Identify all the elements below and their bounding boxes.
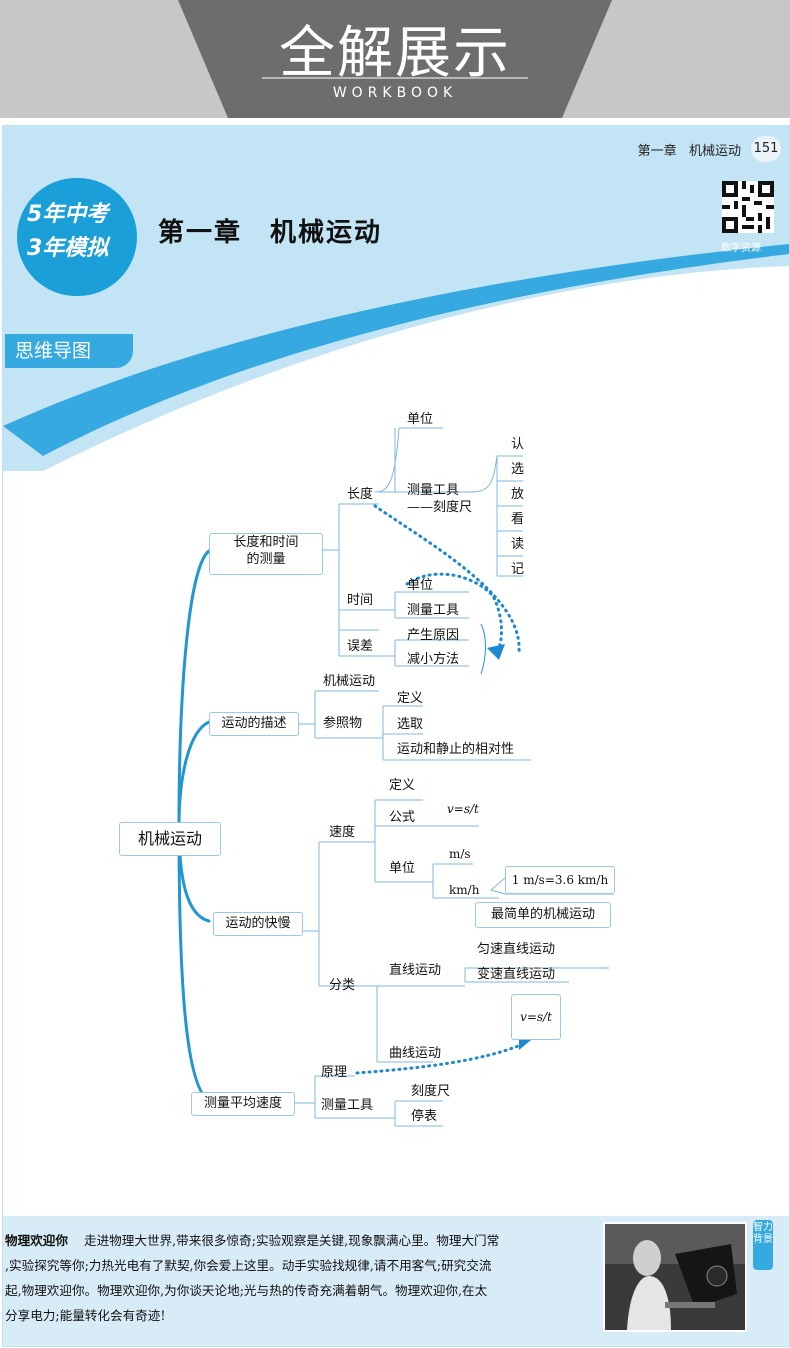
node-straight-motion: 直线运动 [389,963,442,978]
banner-title: 全解展示 [279,21,511,86]
node-average-tools: 测量工具 [321,1098,374,1113]
node-length-tool-line2: ——刻度尺 [407,500,473,515]
node-stopwatch: 停表 [411,1109,438,1124]
page-number: 151 [751,136,781,162]
node-speed-unit: 单位 [389,861,416,876]
side-tag: 智力背景 [753,1220,773,1270]
qr-label: 数字资源 [721,243,761,254]
poem-title: 物理欢迎你 [5,1233,68,1248]
unit-conversion: 1 m/s=3.6 km/h [505,866,615,894]
node-error: 误差 [347,639,374,654]
node-mechanical-motion: 机械运动 [323,674,376,689]
node-curve-motion: 曲线运动 [389,1046,442,1061]
node-simplest-motion: 最简单的机械运动 [475,902,611,928]
node-error-reduce: 减小方法 [407,652,460,667]
branch-length-time-line2: 的测量 [246,552,286,567]
formula-box: v=s/t [511,994,561,1040]
poem-text: 物理欢迎你 走进物理大世界,带来很多惊奇;实验观察是关键,现象飘满心里。物理大门… [5,1228,595,1328]
unit-ms: m/s [449,847,471,861]
ruler-step: 读 [511,537,525,552]
node-variable-motion: 变速直线运动 [477,967,556,982]
running-head-chapter: 第一章 [637,144,677,159]
node-speed-definition: 定义 [389,778,416,793]
ruler-step: 记 [511,562,525,577]
node-ref-definition: 定义 [397,691,424,706]
node-relative: 运动和静止的相对性 [397,742,515,757]
node-uniform-motion: 匀速直线运动 [477,942,556,957]
node-ref-choose: 选取 [397,717,424,732]
node-time-tool: 测量工具 [407,603,460,618]
brand-logo: 5年中考 3年模拟 [17,178,137,296]
node-speed: 速度 [329,825,356,840]
poem-line-1: 物理欢迎你 走进物理大世界,带来很多惊奇;实验观察是关键,现象飘满心里。物理大门… [5,1228,595,1253]
node-error-cause: 产生原因 [407,628,460,643]
banner-subtitle: WORKBOOK [332,85,458,101]
banner-trapezoid [178,0,612,118]
mindmap-root: 机械运动 [119,822,221,856]
branch-average-speed: 测量平均速度 [191,1092,295,1116]
logo-line-1: 5年中考 [27,202,109,227]
node-length: 长度 [347,487,374,502]
ruler-step: 认 [511,437,525,452]
node-length-tool: 测量工具 ——刻度尺 [407,482,472,516]
footer-panel: 物理欢迎你 走进物理大世界,带来很多惊奇;实验观察是关键,现象飘满心里。物理大门… [3,1216,789,1346]
logo-line-2: 3年模拟 [27,236,109,261]
ruler-step: 放 [511,487,525,502]
ruler-step: 选 [511,462,525,477]
node-principle: 原理 [321,1065,348,1080]
scientist-photo [603,1222,747,1332]
branch-length-time-line1: 长度和时间 [233,535,299,550]
node-length-tool-line1: 测量工具 [407,483,460,498]
poem-line-3: 起,物理欢迎你。物理欢迎你,为你谈天论地;光与热的传奇充满着朝气。物理欢迎你,在… [5,1283,488,1298]
node-classify: 分类 [329,978,356,993]
branch-speed: 运动的快慢 [213,912,303,936]
node-time: 时间 [347,593,374,608]
running-head: 第一章 机械运动 [638,140,741,159]
node-reference: 参照物 [323,716,363,731]
poem-line-2: ,实验探究等你;力热光电有了默契,你会爱上这里。动手实验找规律,请不用客气;研究… [5,1258,492,1273]
poem-line-1-text: 走进物理大世界,带来很多惊奇;实验观察是关键,现象飘满心里。物理大门常 [83,1233,500,1248]
top-banner: 全解展示 WORKBOOK [0,0,790,118]
qr-code-icon[interactable] [722,181,774,233]
branch-length-time: 长度和时间 的测量 [209,533,323,575]
section-tag: 思维导图 [5,334,133,368]
node-ruler: 刻度尺 [411,1084,451,1099]
running-head-topic: 机械运动 [688,144,741,159]
ruler-step: 看 [511,512,525,527]
poem-line-4: 分享电力;能量转化会有奇迹! [5,1308,166,1323]
formula-expression: v=s/t [447,802,479,816]
branch-motion-description: 运动的描述 [209,712,299,736]
node-time-unit: 单位 [407,578,434,593]
node-speed-formula: 公式 [389,810,416,825]
book-page: 第一章 机械运动 151 5年中考 3年模拟 第一章 机械运动 数字资源 思维导… [2,125,790,1347]
node-length-unit: 单位 [407,412,434,427]
unit-kmh: km/h [449,883,480,897]
header-background [3,126,789,471]
chapter-title: 第一章 机械运动 [158,218,383,248]
